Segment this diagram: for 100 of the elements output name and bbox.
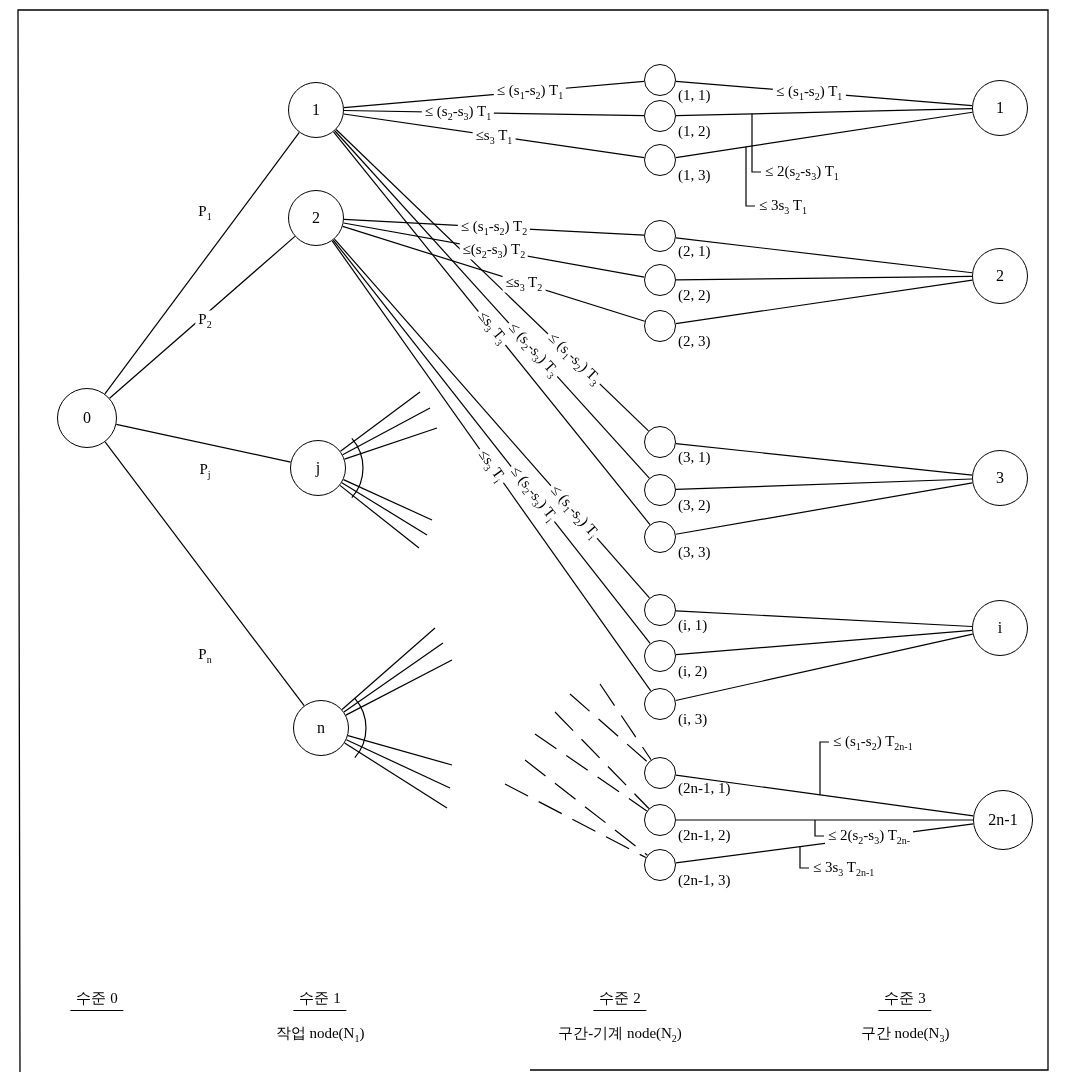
node-circle — [972, 80, 1028, 136]
node-label: n — [317, 719, 325, 737]
node-circle — [644, 100, 676, 132]
connector-line — [675, 478, 973, 491]
node-circle — [644, 757, 676, 789]
node-label: 2 — [996, 267, 1004, 285]
connector-line — [675, 819, 974, 821]
dashed-line — [554, 711, 650, 810]
node-circle — [293, 700, 349, 756]
node-label: 0 — [83, 409, 91, 427]
connector-line — [339, 391, 421, 452]
edge-label: ≤ (s$_{2}$-s$_{3}$) T$_{1}$ — [421, 102, 495, 122]
connector-line — [675, 275, 973, 281]
node-circle — [644, 220, 676, 252]
dashed-line — [569, 693, 649, 764]
node-circle — [972, 450, 1028, 506]
node-index-label: (1, 2) — [678, 124, 711, 139]
node-circle — [644, 64, 676, 96]
node-index-label: (2, 1) — [678, 244, 711, 259]
node-circle — [972, 600, 1028, 656]
connector-line — [675, 633, 974, 702]
node-label: 2n-1 — [988, 811, 1018, 829]
edge-label: ≤s$_{3}$ T$_{2}$ — [502, 273, 546, 293]
connector-line — [675, 610, 973, 628]
node-circle — [644, 640, 676, 672]
node-circle — [644, 144, 676, 176]
connector-line — [341, 627, 436, 711]
connector-line — [675, 443, 973, 476]
node-index-label: (2n-1, 2) — [678, 828, 731, 843]
connector-line — [345, 739, 451, 789]
node-label: j — [315, 459, 321, 477]
node-index-label: (3, 3) — [678, 545, 711, 560]
level-heading: 수준 1 — [293, 990, 347, 1011]
node-label: 1 — [312, 101, 320, 119]
connector-line — [115, 423, 292, 463]
node-circle — [644, 474, 676, 506]
node-circle — [644, 688, 676, 720]
connector-line — [109, 235, 296, 399]
node-circle — [644, 264, 676, 296]
dashed-line — [534, 733, 648, 812]
node-index-label: (1, 1) — [678, 88, 711, 103]
connector-line — [342, 479, 433, 521]
node-index-label: (2, 3) — [678, 334, 711, 349]
level-caption: 구간-기계 node(N$_{2}$) — [558, 1025, 682, 1044]
node-label: 1 — [996, 99, 1004, 117]
connector-line — [339, 484, 420, 549]
connector-line — [347, 735, 453, 766]
node-circle — [57, 388, 117, 448]
connector-line — [675, 279, 973, 325]
node-label: 2 — [312, 209, 320, 227]
node-index-label: (2n-1, 1) — [678, 781, 731, 796]
node-index-label: (i, 2) — [678, 664, 708, 679]
connector-line — [104, 131, 300, 395]
node-index-label: (2n-1, 3) — [678, 873, 731, 888]
edge-label: P$_{2}$ — [195, 310, 215, 330]
connector-line — [675, 774, 974, 817]
connector-line — [675, 108, 973, 117]
edge-label: ≤(s$_{2}$-s$_{3}$) T$_{2}$ — [459, 240, 529, 260]
connector-line — [675, 237, 973, 274]
connector-line — [675, 111, 973, 159]
edge-label: ≤ (s$_{1}$-s$_{2}$) T$_{1}$ — [773, 82, 846, 102]
node-label: 3 — [996, 469, 1004, 487]
node-index-label: (i, 3) — [678, 712, 708, 727]
node-index-label: (3, 1) — [678, 450, 711, 465]
connector-line — [345, 659, 453, 716]
connector-line — [675, 482, 973, 535]
node-index-label: (i, 1) — [678, 618, 708, 633]
connector-line — [343, 642, 444, 713]
node-circle — [644, 521, 676, 553]
node-index-label: (2, 2) — [678, 288, 711, 303]
node-circle — [973, 790, 1033, 850]
node-circle — [644, 310, 676, 342]
level-caption: 구간 node(N$_{3}$) — [860, 1025, 950, 1044]
node-circle — [644, 804, 676, 836]
connector-line — [342, 407, 431, 456]
edge-label: ≤ (s$_{1}$-s$_{2}$) T$_{2n-1}$ — [830, 732, 916, 752]
node-circle — [644, 849, 676, 881]
dashed-line — [599, 683, 652, 761]
dashed-line — [524, 759, 648, 856]
connector-line — [341, 482, 428, 536]
node-circle — [290, 440, 346, 496]
edge-label: ≤ (s$_{1}$-s$_{2}$) T$_{1}$ — [493, 81, 567, 101]
node-label: i — [997, 619, 1003, 637]
level-heading: 수준 0 — [70, 990, 124, 1011]
dashed-line — [504, 783, 647, 859]
connector-line — [344, 742, 448, 809]
edge-label: ≤ 2(s$_{2}$-s$_{3}$) T$_{1}$ — [762, 162, 842, 182]
connector-line — [343, 427, 438, 460]
node-circle — [288, 82, 344, 138]
edge-label: ≤ (s$_{1}$-s$_{2}$) T$_{2}$ — [457, 217, 531, 237]
node-circle — [972, 248, 1028, 304]
level-caption: 작업 node(N$_{1}$) — [275, 1025, 365, 1044]
node-circle — [644, 426, 676, 458]
node-circle — [644, 594, 676, 626]
level-heading: 수준 2 — [593, 990, 647, 1011]
connector-line — [104, 441, 305, 707]
node-index-label: (1, 3) — [678, 168, 711, 183]
connector-line — [675, 629, 973, 656]
level-heading: 수준 3 — [878, 990, 932, 1011]
edge-label: ≤ 2(s$_{2}$-s$_{3}$) T$_{2n-}$ — [825, 826, 914, 846]
